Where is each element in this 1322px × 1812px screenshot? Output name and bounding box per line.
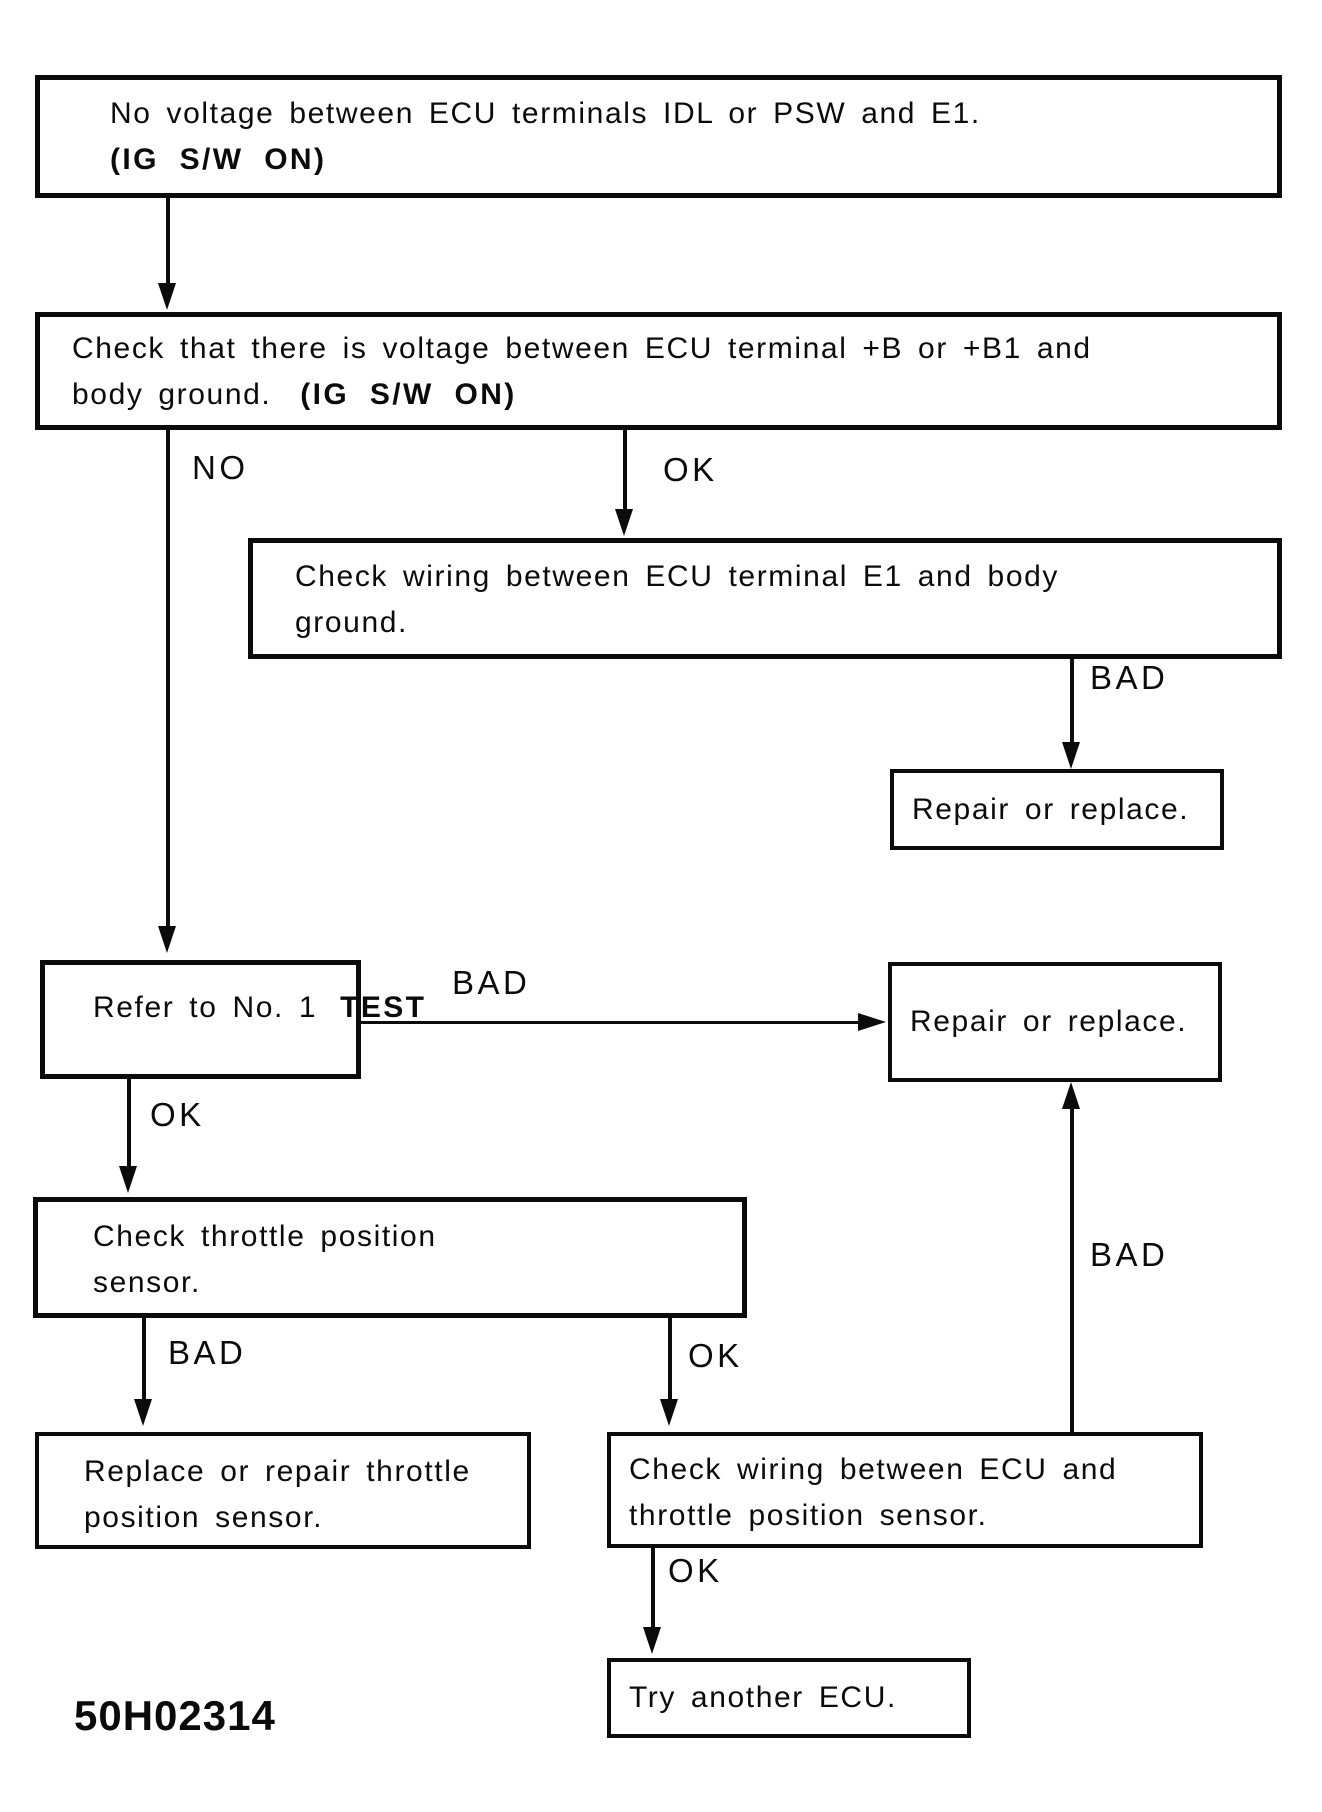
- node-refer-no1-test: Refer to No. 1 TEST: [40, 960, 424, 1079]
- arrow-right-icon: [858, 1013, 886, 1031]
- edge-label-bad: BAD: [1090, 1236, 1169, 1273]
- arrow-down-icon: [643, 1627, 661, 1654]
- node-text-line: Try another ECU.: [629, 1681, 897, 1714]
- node-text-line-bold: (IG S/W ON): [110, 143, 327, 176]
- node-text-line: Refer to No. 1 TEST: [93, 985, 424, 1031]
- connector-start-to-voltage: [166, 198, 170, 286]
- connector-ok-to-e1-wiring: [623, 430, 627, 512]
- node-text-line: position sensor.: [84, 1501, 324, 1534]
- edge-label-ok: OK: [668, 1552, 723, 1589]
- edge-label-no: NO: [192, 449, 249, 486]
- node-text-line: sensor.: [93, 1266, 201, 1299]
- node-text-line: Repair or replace.: [910, 1005, 1188, 1038]
- node-text-line: Replace or repair throttle: [84, 1455, 471, 1488]
- node-text-normal: Refer to No. 1: [93, 991, 318, 1024]
- connector-bad-to-replace-sensor: [142, 1318, 146, 1402]
- edge-label-bad: BAD: [168, 1334, 247, 1371]
- connector-no-to-refer-test: [166, 430, 170, 929]
- node-text-line: Check throttle position: [93, 1220, 437, 1253]
- connector-bad-up-to-repair-right: [1070, 1106, 1074, 1432]
- node-text-normal: body ground.: [72, 378, 272, 411]
- arrow-down-icon: [615, 509, 633, 536]
- edge-label-ok: OK: [663, 451, 718, 488]
- node-text-bold: TEST: [340, 991, 427, 1024]
- edge-label-ok: OK: [688, 1337, 743, 1374]
- node-replace-throttle-sensor: Replace or repair throttle position sens…: [35, 1432, 531, 1549]
- node-start-condition: No voltage between ECU terminals IDL or …: [35, 75, 1282, 198]
- edge-label-ok: OK: [150, 1096, 205, 1133]
- node-repair-replace-right: Repair or replace.: [888, 962, 1222, 1082]
- node-text-line: Check that there is voltage between ECU …: [72, 332, 1092, 365]
- connector-ok-to-throttle-check: [127, 1079, 131, 1169]
- node-check-ecu-sensor-wiring: Check wiring between ECU and throttle po…: [607, 1432, 1203, 1548]
- edge-label-bad: BAD: [1090, 659, 1169, 696]
- node-text-bold: (IG S/W ON): [300, 378, 517, 411]
- node-check-throttle-sensor: Check throttle position sensor.: [33, 1197, 747, 1318]
- node-text-line: No voltage between ECU terminals IDL or …: [110, 97, 981, 130]
- node-text-line: Repair or replace.: [912, 792, 1190, 826]
- node-check-e1-wiring: Check wiring between ECU terminal E1 and…: [248, 538, 1282, 659]
- node-text-line: throttle position sensor.: [629, 1499, 988, 1532]
- node-repair-replace-top: Repair or replace.: [890, 769, 1224, 850]
- connector-ok-to-try-ecu: [651, 1548, 655, 1630]
- figure-code: 50H02314: [74, 1692, 276, 1739]
- connector-ok-to-wiring-check: [668, 1318, 672, 1402]
- edge-label-bad: BAD: [452, 964, 531, 1001]
- node-text-line: Check wiring between ECU terminal E1 and…: [295, 560, 1059, 593]
- connector-bad-to-repair-top: [1070, 659, 1074, 745]
- arrow-down-icon: [119, 1166, 137, 1193]
- node-text-line: body ground. (IG S/W ON): [72, 372, 1277, 418]
- node-check-b-voltage: Check that there is voltage between ECU …: [35, 312, 1282, 430]
- node-text-line: Check wiring between ECU and: [629, 1453, 1118, 1486]
- arrow-down-icon: [660, 1399, 678, 1426]
- arrow-down-icon: [1062, 742, 1080, 769]
- arrow-down-icon: [158, 926, 176, 953]
- connector-bad-to-repair-right: [361, 1021, 861, 1024]
- arrow-up-icon: [1062, 1082, 1080, 1109]
- arrow-down-icon: [158, 283, 176, 310]
- arrow-down-icon: [134, 1399, 152, 1426]
- node-try-another-ecu: Try another ECU.: [607, 1658, 971, 1738]
- node-text-line: ground.: [295, 606, 408, 639]
